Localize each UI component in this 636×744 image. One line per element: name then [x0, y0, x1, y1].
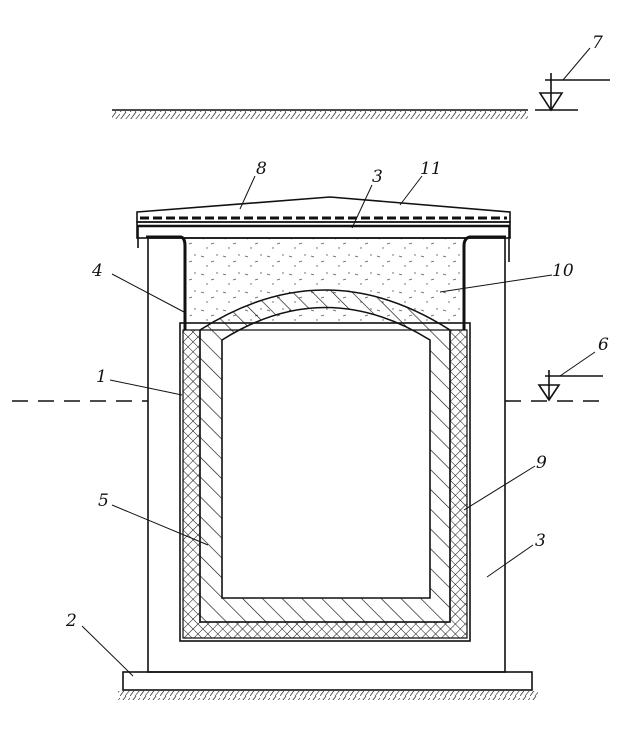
label-7-top: 7	[592, 33, 603, 53]
label-9: 9	[536, 453, 547, 473]
label-10: 10	[552, 261, 574, 281]
label-5: 5	[98, 491, 109, 511]
label-3-right: 3	[535, 531, 546, 551]
insulation-layer	[182, 329, 468, 639]
leader-lines	[81, 175, 553, 677]
label-8: 8	[256, 159, 267, 179]
label-1: 1	[96, 367, 107, 387]
label-3-top: 3	[372, 167, 383, 187]
membrane	[146, 235, 506, 330]
vault-cavity	[222, 342, 430, 598]
base-slab	[118, 671, 538, 700]
insulation-box	[179, 322, 471, 642]
label-11: 11	[420, 159, 442, 179]
vault-wall	[199, 289, 451, 623]
water-level-6	[12, 351, 603, 402]
label-4: 4	[91, 261, 103, 281]
lid	[136, 196, 511, 262]
label-2: 2	[65, 611, 77, 631]
ground-surface	[112, 109, 528, 119]
label-6: 6	[598, 335, 609, 355]
level-mark-7	[535, 47, 610, 112]
sand-fill	[186, 238, 462, 323]
